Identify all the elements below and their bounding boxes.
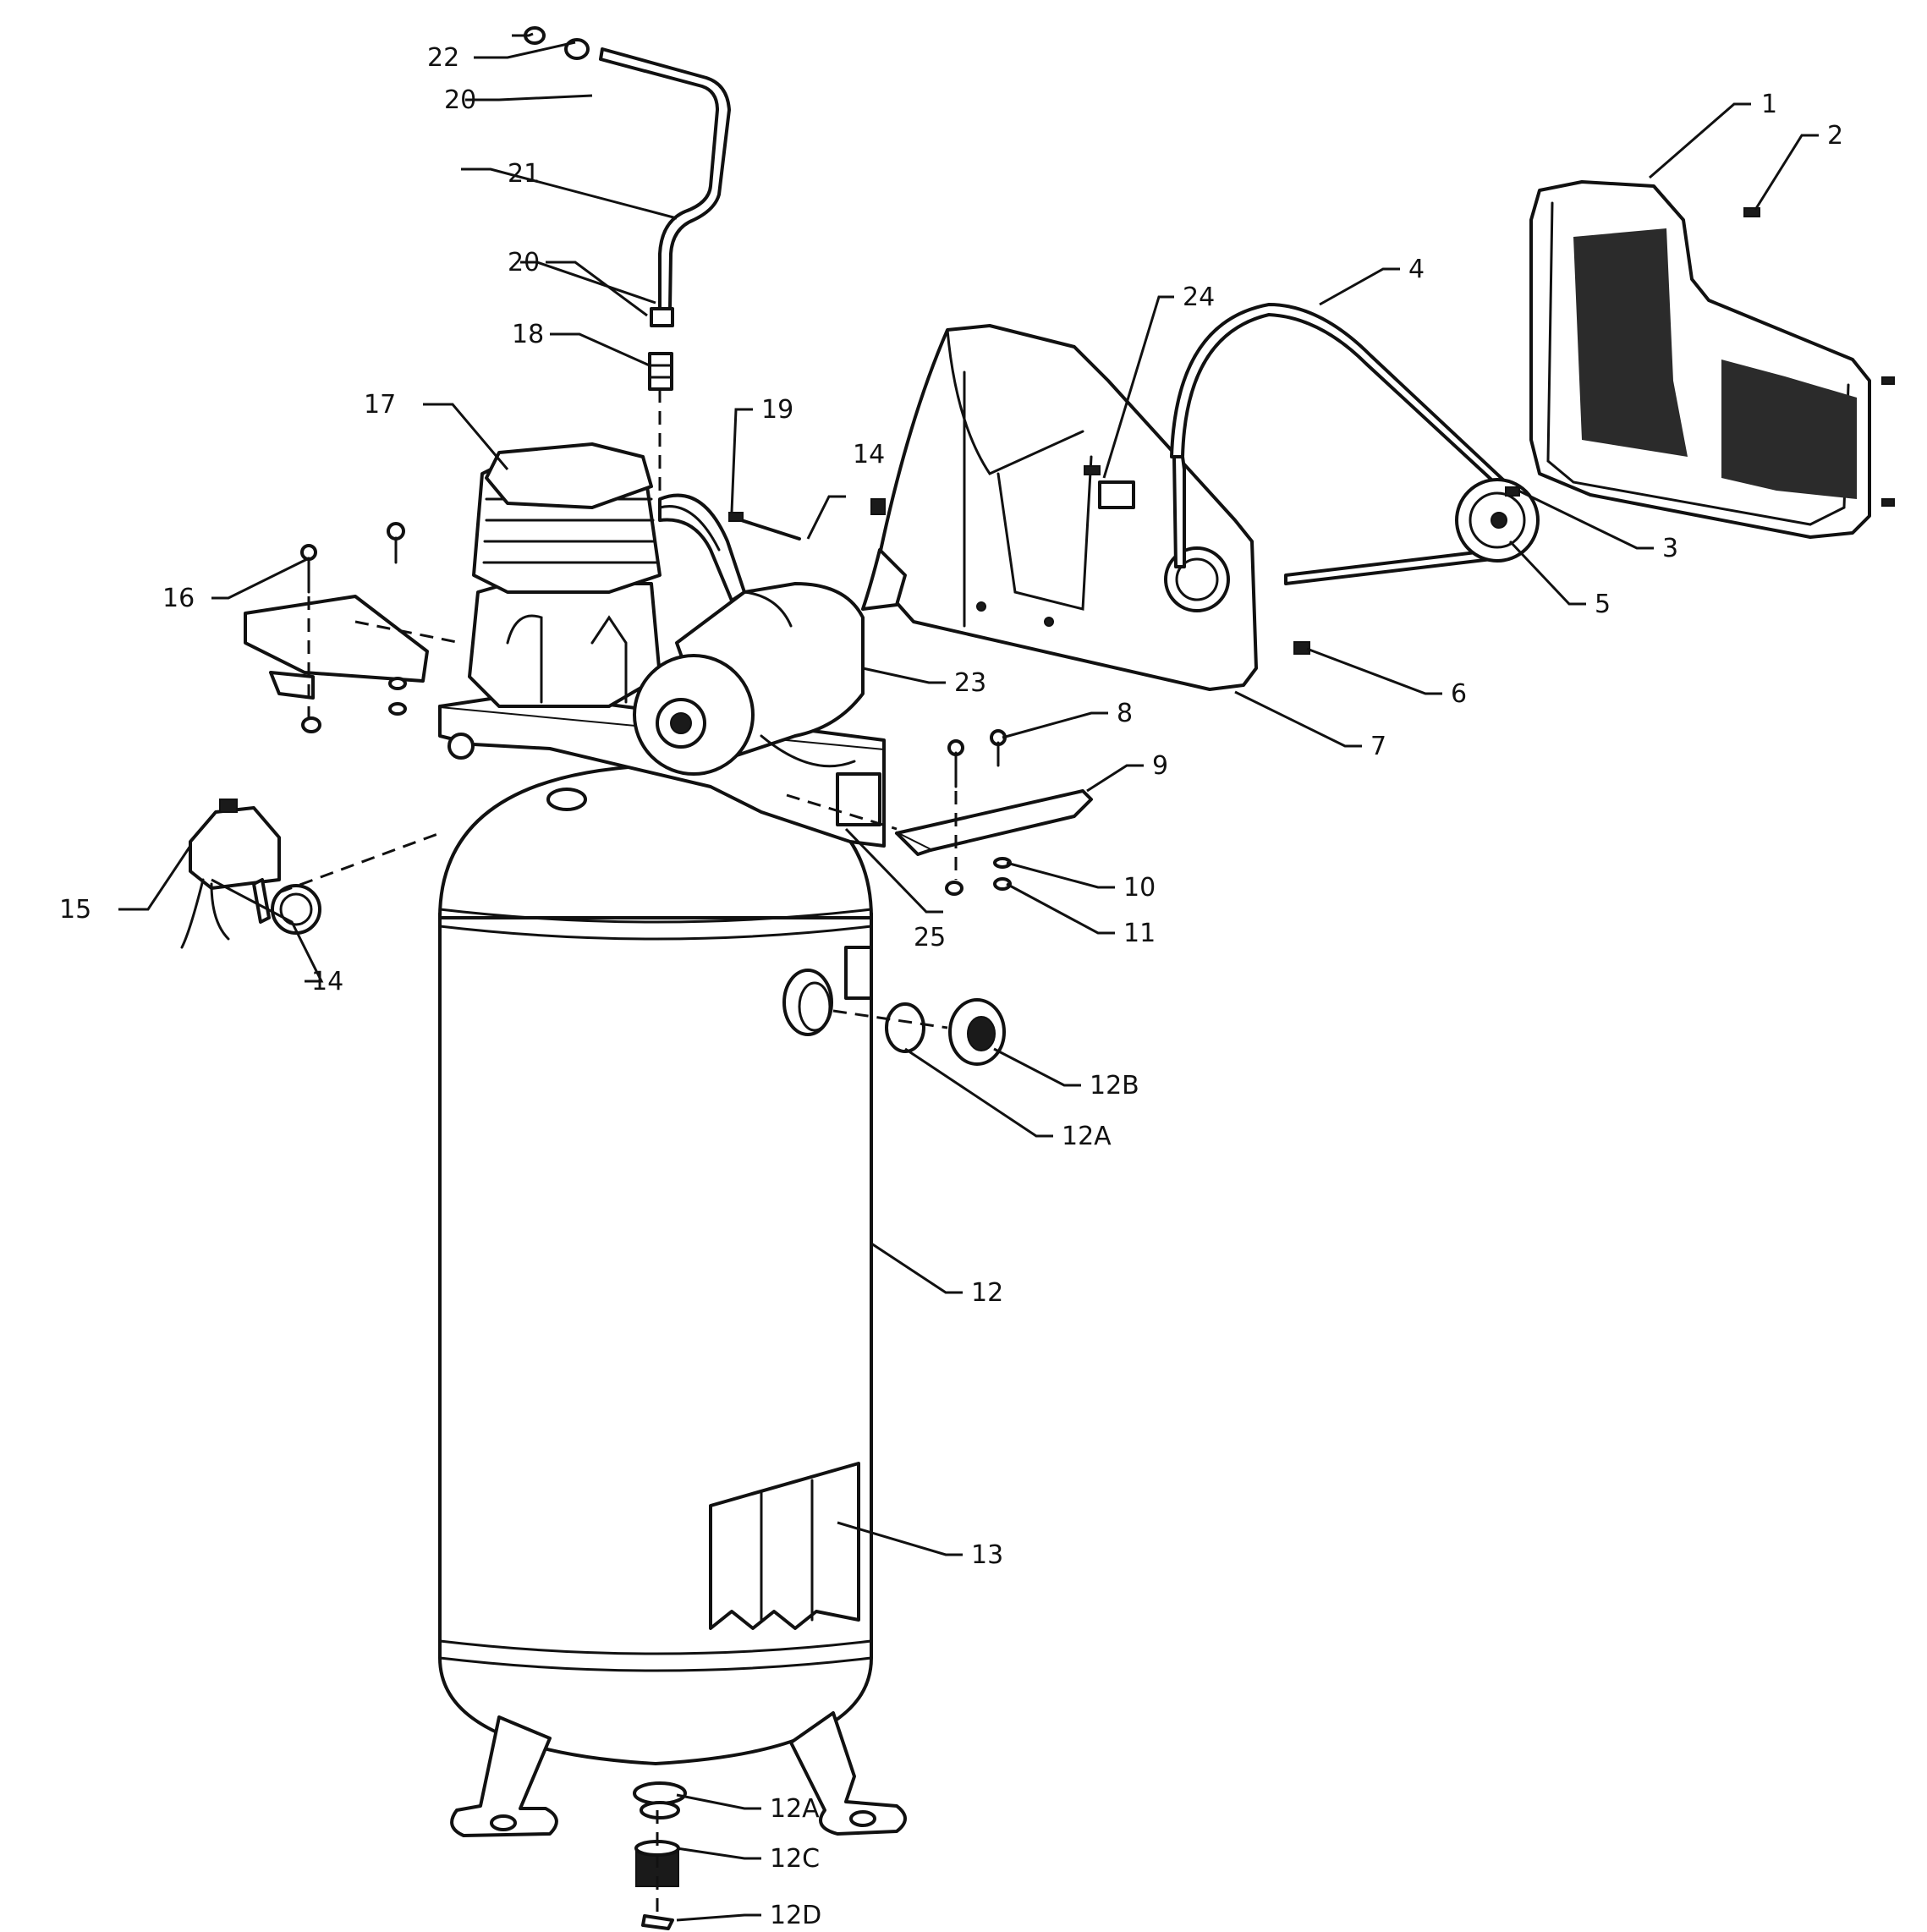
callout-20-lower: 20 <box>508 248 540 277</box>
callout-labels: 1 2 3 4 5 6 7 8 9 10 11 12 12A 12B 12A 1… <box>59 43 1843 1930</box>
pressure-switch <box>180 799 441 949</box>
warning-label <box>709 1462 860 1630</box>
callout-3: 3 <box>1662 534 1678 563</box>
belt-guard-back <box>861 324 1258 691</box>
side-port-fittings <box>782 969 1006 1066</box>
callout-12: 12 <box>971 1278 1003 1308</box>
callout-14-bottom: 14 <box>311 967 343 996</box>
drain-valve <box>633 1781 687 1930</box>
callout-12A-lower: 12A <box>770 1794 820 1824</box>
callout-12A: 12A <box>1062 1122 1112 1151</box>
callout-21: 21 <box>508 159 540 189</box>
callout-7: 7 <box>1370 732 1386 761</box>
callout-9: 9 <box>1152 751 1168 781</box>
callout-16: 16 <box>162 584 195 613</box>
callout-20-upper: 20 <box>444 85 476 115</box>
callout-5: 5 <box>1595 590 1611 619</box>
screws <box>1293 207 1895 655</box>
left-mount-bracket <box>244 522 462 733</box>
callout-22: 22 <box>427 43 459 73</box>
callout-4: 4 <box>1408 255 1425 284</box>
belt-and-pulley <box>1170 303 1540 585</box>
callout-8: 8 <box>1117 699 1133 728</box>
electric-motor <box>633 582 865 776</box>
callout-18: 18 <box>512 320 544 349</box>
belt-guard-front <box>1529 180 1871 539</box>
callout-24: 24 <box>1183 283 1215 312</box>
callout-15: 15 <box>59 895 91 925</box>
callout-23: 23 <box>954 668 986 698</box>
callout-12C: 12C <box>770 1844 820 1874</box>
callout-13: 13 <box>971 1540 1003 1570</box>
callout-1: 1 <box>1761 90 1777 119</box>
compressor-pump <box>468 442 662 708</box>
callout-14-top: 14 <box>853 440 885 469</box>
callout-19: 19 <box>761 395 793 425</box>
leader-lines <box>118 32 1819 1922</box>
callout-11: 11 <box>1123 919 1156 948</box>
callout-6: 6 <box>1451 679 1467 709</box>
callout-12D: 12D <box>770 1901 821 1930</box>
callout-10: 10 <box>1123 873 1156 903</box>
callout-2: 2 <box>1827 121 1843 151</box>
callout-25: 25 <box>914 923 946 952</box>
tank-legs <box>450 1711 907 1837</box>
callout-17: 17 <box>364 390 396 420</box>
callout-12B: 12B <box>1090 1071 1139 1100</box>
